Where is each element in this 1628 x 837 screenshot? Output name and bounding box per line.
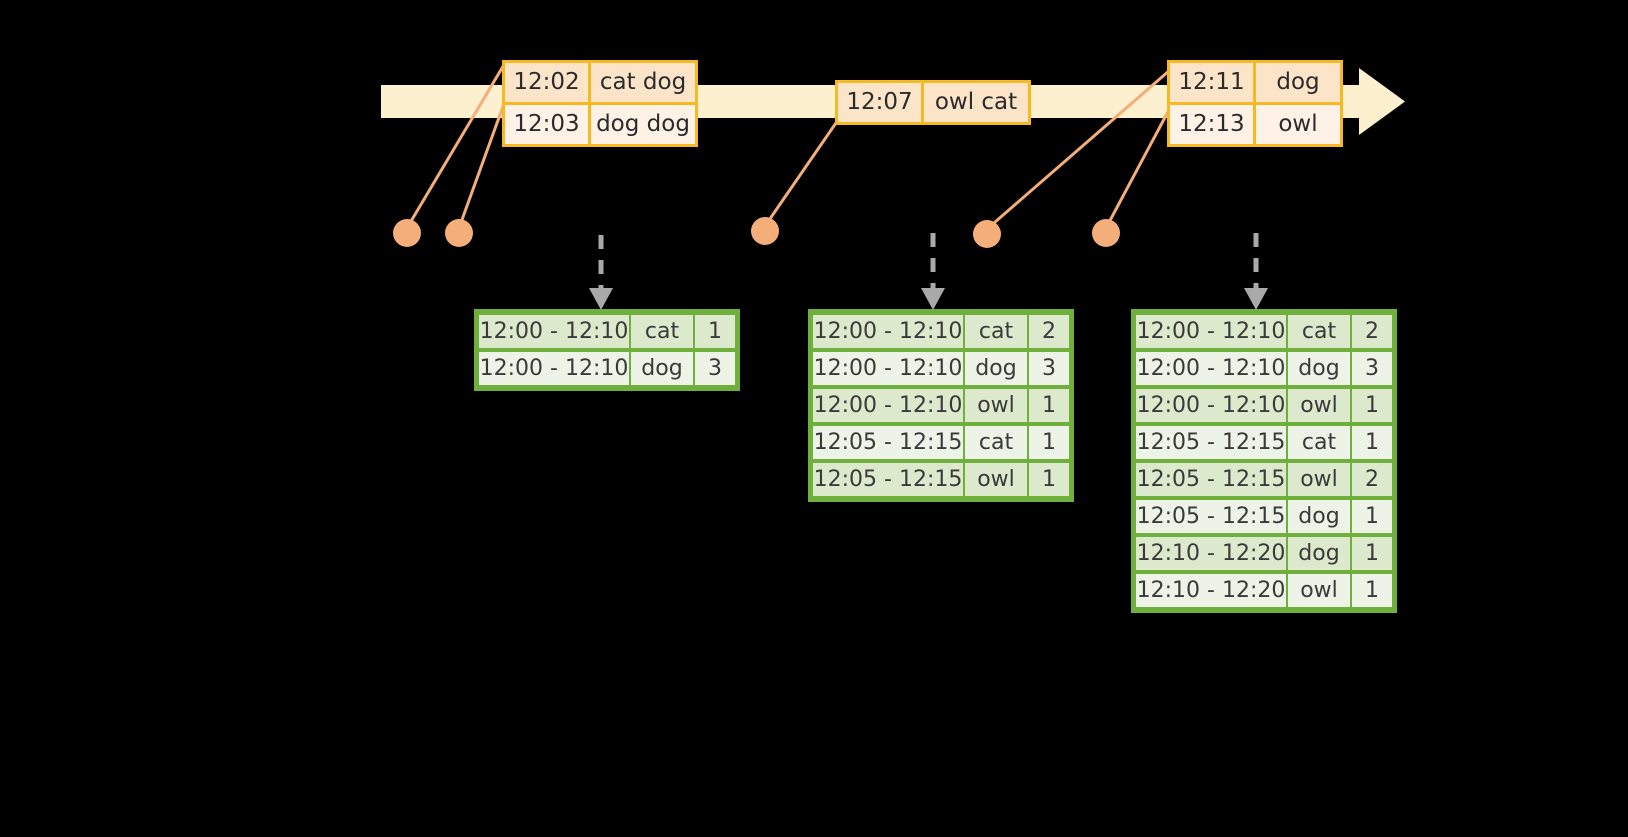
event-box-2[interactable]: 12:07 owl cat: [835, 80, 1031, 125]
cell-window: 12:05 - 12:15: [1136, 426, 1286, 459]
window-state-table-1[interactable]: 12:00 - 12:10 cat 1 12:00 - 12:10 dog 3: [474, 309, 740, 391]
table-row: 12:00 - 12:10 owl 1: [1135, 387, 1393, 424]
table-row: 12:00 - 12:10 cat 2: [1135, 313, 1393, 350]
event-row: 12:03 dog dog: [505, 102, 695, 144]
table-row: 12:00 - 12:10 dog 3: [478, 350, 736, 387]
table-row: 12:10 - 12:20 owl 1: [1135, 572, 1393, 609]
event-words: owl: [1256, 105, 1340, 144]
cell-count: 3: [1352, 352, 1392, 385]
connector-line-2: [457, 99, 507, 230]
table-row: 12:05 - 12:15 dog 1: [1135, 498, 1393, 535]
cell-word: dog: [1288, 500, 1350, 533]
cell-count: 1: [1352, 537, 1392, 570]
cell-count: 3: [695, 352, 735, 385]
cell-window: 12:05 - 12:15: [813, 426, 963, 459]
cell-word: owl: [1288, 389, 1350, 422]
table-row: 12:05 - 12:15 owl 1: [812, 461, 1070, 498]
event-row: 12:13 owl: [1170, 102, 1340, 144]
processing-dot-1: [393, 219, 421, 247]
emit-arrows: [589, 233, 1268, 310]
event-row: 12:11 dog: [1170, 63, 1340, 102]
cell-window: 12:10 - 12:20: [1136, 574, 1286, 607]
cell-word: dog: [965, 352, 1027, 385]
cell-word: dog: [1288, 352, 1350, 385]
table-row: 12:05 - 12:15 cat 1: [1135, 424, 1393, 461]
cell-window: 12:00 - 12:10: [813, 315, 963, 348]
cell-window: 12:10 - 12:20: [1136, 537, 1286, 570]
event-words: dog dog: [591, 105, 695, 144]
window-state-table-2[interactable]: 12:00 - 12:10 cat 2 12:00 - 12:10 dog 3 …: [808, 309, 1074, 502]
cell-word: cat: [965, 315, 1027, 348]
cell-count: 1: [695, 315, 735, 348]
emit-arrow-2: [921, 233, 945, 310]
cell-window: 12:00 - 12:10: [1136, 315, 1286, 348]
processing-dots: [393, 217, 1120, 248]
table-row: 12:10 - 12:20 dog 1: [1135, 535, 1393, 572]
cell-count: 1: [1029, 463, 1069, 496]
event-box-1[interactable]: 12:02 cat dog 12:03 dog dog: [502, 60, 698, 147]
cell-window: 12:00 - 12:10: [1136, 389, 1286, 422]
cell-window: 12:00 - 12:10: [1136, 352, 1286, 385]
cell-count: 2: [1352, 315, 1392, 348]
window-state-table-3[interactable]: 12:00 - 12:10 cat 2 12:00 - 12:10 dog 3 …: [1131, 309, 1397, 613]
processing-dot-2: [445, 219, 473, 247]
cell-window: 12:00 - 12:10: [813, 389, 963, 422]
cell-word: cat: [1288, 426, 1350, 459]
table-row: 12:00 - 12:10 cat 2: [812, 313, 1070, 350]
cell-window: 12:05 - 12:15: [1136, 463, 1286, 496]
event-time: 12:07: [838, 83, 924, 122]
cell-count: 2: [1352, 463, 1392, 496]
processing-dot-5: [1092, 219, 1120, 247]
emit-arrow-1: [589, 235, 613, 310]
cell-word: dog: [631, 352, 693, 385]
event-words: owl cat: [924, 83, 1028, 122]
emit-arrow-3: [1244, 233, 1268, 310]
table-row: 12:05 - 12:15 cat 1: [812, 424, 1070, 461]
event-time: 12:11: [1170, 63, 1256, 102]
cell-word: dog: [1288, 537, 1350, 570]
event-words: cat dog: [591, 63, 695, 102]
processing-dot-3: [751, 217, 779, 245]
cell-word: owl: [965, 389, 1027, 422]
event-box-3[interactable]: 12:11 dog 12:13 owl: [1167, 60, 1343, 147]
cell-window: 12:05 - 12:15: [1136, 500, 1286, 533]
cell-count: 1: [1029, 389, 1069, 422]
cell-window: 12:00 - 12:10: [479, 352, 629, 385]
table-row: 12:00 - 12:10 cat 1: [478, 313, 736, 350]
event-time: 12:02: [505, 63, 591, 102]
event-row: 12:07 owl cat: [838, 83, 1028, 122]
cell-word: cat: [631, 315, 693, 348]
cell-word: owl: [1288, 574, 1350, 607]
cell-count: 2: [1029, 315, 1069, 348]
table-row: 12:00 - 12:10 dog 3: [812, 350, 1070, 387]
connector-line-1: [405, 61, 507, 230]
cell-count: 1: [1352, 500, 1392, 533]
cell-word: owl: [1288, 463, 1350, 496]
cell-word: owl: [965, 463, 1027, 496]
cell-word: cat: [1288, 315, 1350, 348]
cell-count: 3: [1029, 352, 1069, 385]
cell-count: 1: [1352, 426, 1392, 459]
table-row: 12:05 - 12:15 owl 2: [1135, 461, 1393, 498]
event-words: dog: [1256, 63, 1340, 102]
connector-line-3: [763, 118, 840, 228]
cell-count: 1: [1352, 574, 1392, 607]
processing-dot-4: [973, 220, 1001, 248]
table-row: 12:00 - 12:10 owl 1: [812, 387, 1070, 424]
connector-line-5: [1104, 106, 1172, 230]
cell-word: cat: [965, 426, 1027, 459]
event-time: 12:03: [505, 105, 591, 144]
cell-window: 12:00 - 12:10: [813, 352, 963, 385]
cell-window: 12:05 - 12:15: [813, 463, 963, 496]
cell-window: 12:00 - 12:10: [479, 315, 629, 348]
event-row: 12:02 cat dog: [505, 63, 695, 102]
event-time: 12:13: [1170, 105, 1256, 144]
table-row: 12:00 - 12:10 dog 3: [1135, 350, 1393, 387]
cell-count: 1: [1029, 426, 1069, 459]
cell-count: 1: [1352, 389, 1392, 422]
